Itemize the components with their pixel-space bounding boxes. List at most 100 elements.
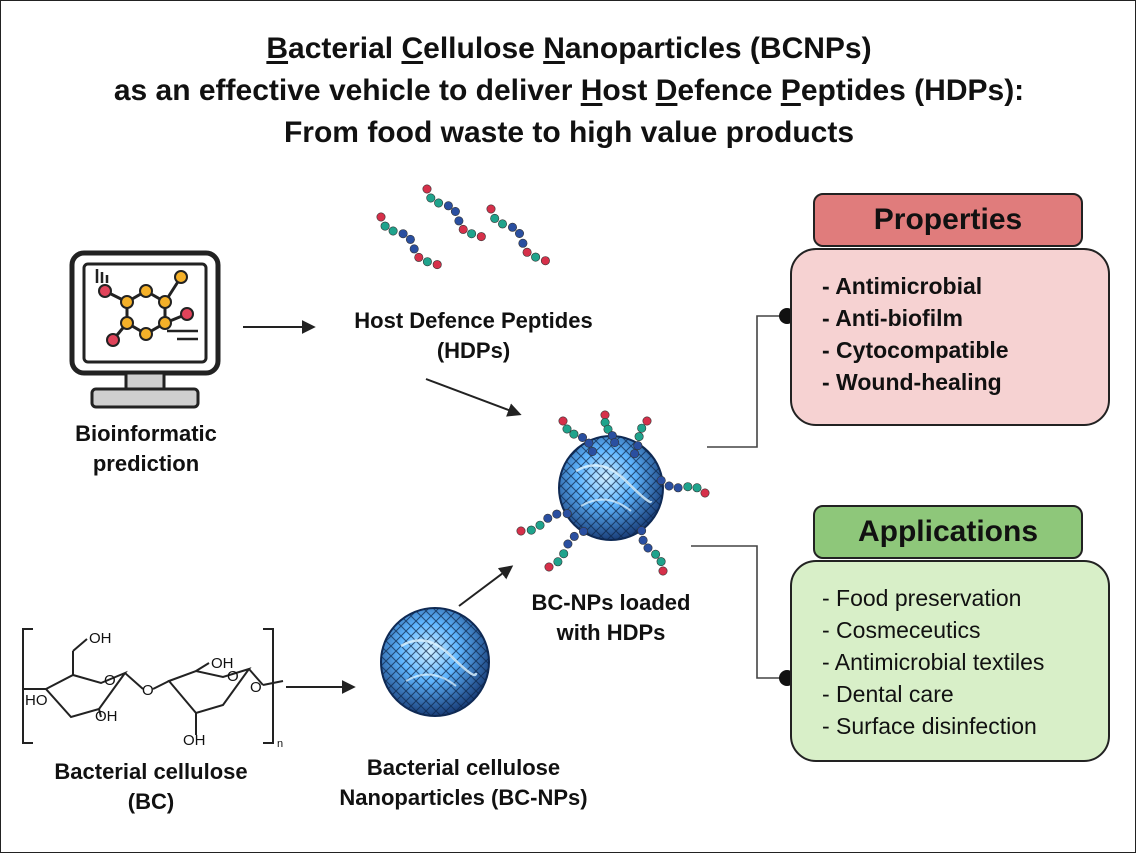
peptide-bead xyxy=(558,416,568,426)
arrow-nanoparticle-to-loaded xyxy=(458,565,514,607)
properties-item: - Anti-biofilm xyxy=(822,305,963,331)
peptide-bead xyxy=(664,481,674,491)
properties-item: - Wound-healing xyxy=(822,369,1002,395)
bc-line-2: (BC) xyxy=(127,789,175,814)
peptide-bead xyxy=(535,520,545,530)
peptide-bead xyxy=(526,525,536,535)
title-fragment: B xyxy=(266,32,289,65)
hdp-label: Host Defence Peptides (HDPs) xyxy=(321,306,626,366)
peptide-bead xyxy=(562,509,572,519)
peptide-bead xyxy=(497,219,507,229)
repeat-n-label: n xyxy=(277,738,284,750)
peptide-bead xyxy=(486,204,496,214)
peptide-bead xyxy=(380,221,390,231)
peptide-bead xyxy=(584,438,594,448)
peptide-bead xyxy=(414,252,424,262)
oh-label: OH xyxy=(183,732,206,749)
peptide-bead xyxy=(658,566,668,576)
bc-label: Bacterial cellulose (BC) xyxy=(16,757,286,817)
peptide-bead xyxy=(642,416,652,426)
bridge-oxygen-label: O xyxy=(142,682,154,699)
peptide-bead xyxy=(569,429,579,439)
title-fragment: acterial xyxy=(288,32,402,65)
arrows xyxy=(243,320,522,694)
arrow-to-loaded xyxy=(425,378,522,417)
peptide-bead xyxy=(630,449,640,459)
peptide-bead xyxy=(651,549,661,559)
hdp-line-2: (HDPs) xyxy=(436,338,511,363)
peptide-bead xyxy=(409,244,419,254)
peptide-bead xyxy=(587,446,597,456)
bioinformatic-label: Bioinformatic prediction xyxy=(41,419,251,479)
applications-item: - Cosmeceutics xyxy=(822,617,981,643)
bioinformatic-line-2: prediction xyxy=(92,451,200,476)
peptide-bead xyxy=(405,234,415,244)
peptide-bead xyxy=(522,247,532,257)
oh-label: OH xyxy=(211,655,234,672)
peptide-bead xyxy=(656,475,666,485)
peptide-bead xyxy=(638,535,648,545)
peptide-bead xyxy=(577,432,587,442)
peptide-bead xyxy=(553,557,563,567)
peptide-bead xyxy=(490,213,500,223)
peptide-bead xyxy=(467,229,477,239)
peptide-bead xyxy=(692,483,702,493)
oh-label: OH xyxy=(89,630,112,647)
peptide-bead xyxy=(603,424,613,434)
peptide-bead xyxy=(476,232,486,242)
peptide-bead xyxy=(637,423,647,433)
properties-item: - Cytocompatible xyxy=(822,337,1009,363)
applications-item: - Dental care xyxy=(822,681,954,707)
title-line-1: Bacterial Cellulose Nanoparticles (BCNPs… xyxy=(1,31,1135,67)
peptide-bead xyxy=(569,531,579,541)
connector-properties xyxy=(707,315,786,448)
peptide-bead xyxy=(426,193,436,203)
title-line-2: as an effective vehicle to deliver Host … xyxy=(1,73,1135,109)
peptide-bead xyxy=(578,526,588,536)
bioinformatic-line-1: Bioinformatic xyxy=(75,421,217,446)
peptide-bead xyxy=(531,252,541,262)
peptide-bead xyxy=(637,526,647,536)
peptide-bead xyxy=(559,549,569,559)
ho-label: HO xyxy=(25,692,48,709)
peptide-bead xyxy=(700,488,710,498)
peptide-bead xyxy=(458,224,468,234)
peptide-bead xyxy=(450,207,460,217)
peptide-bead xyxy=(432,260,442,270)
title-fragment: ost xyxy=(602,74,656,107)
properties-item: - Antimicrobial xyxy=(822,273,983,299)
title-fragment: eptides (HDPs): xyxy=(800,74,1025,107)
computer-monitor-icon xyxy=(69,250,221,409)
title-fragment: D xyxy=(655,74,678,107)
peptide-bead xyxy=(398,229,408,239)
title-fragment: ellulose xyxy=(423,32,544,65)
loaded-nanoparticle-icon xyxy=(516,410,710,576)
cellulose-molecule-icon xyxy=(22,628,284,744)
peptide-bead xyxy=(562,424,572,434)
hdp-line-1: Host Defence Peptides xyxy=(354,308,593,333)
peptide-bead xyxy=(683,482,693,492)
peptide-bead xyxy=(643,543,653,553)
title-fragment: H xyxy=(580,74,603,107)
peptide-bead xyxy=(376,212,386,222)
peptide-bead xyxy=(443,201,453,211)
peptide-chains-icon xyxy=(376,184,550,270)
peptide-bead xyxy=(673,483,683,493)
title-fragment: C xyxy=(401,32,424,65)
peptide-bead xyxy=(634,432,644,442)
ring-oxygen-label: O xyxy=(104,672,116,689)
peptide-bead xyxy=(454,216,464,226)
peptide-bead xyxy=(656,557,666,567)
loaded-line-1: BC-NPs loaded xyxy=(531,590,691,615)
peptide-bead xyxy=(543,513,553,523)
applications-header: Applications xyxy=(813,505,1083,559)
title-fragment: P xyxy=(780,74,801,107)
connector-applications xyxy=(691,545,786,679)
peptide-bead xyxy=(544,562,554,572)
properties-header: Properties xyxy=(813,193,1083,247)
oh-label: OH xyxy=(95,708,118,725)
peptide-bead xyxy=(422,257,432,267)
nanoparticle-icon xyxy=(380,607,490,717)
peptide-bead xyxy=(388,226,398,236)
peptide-bead xyxy=(540,256,550,266)
